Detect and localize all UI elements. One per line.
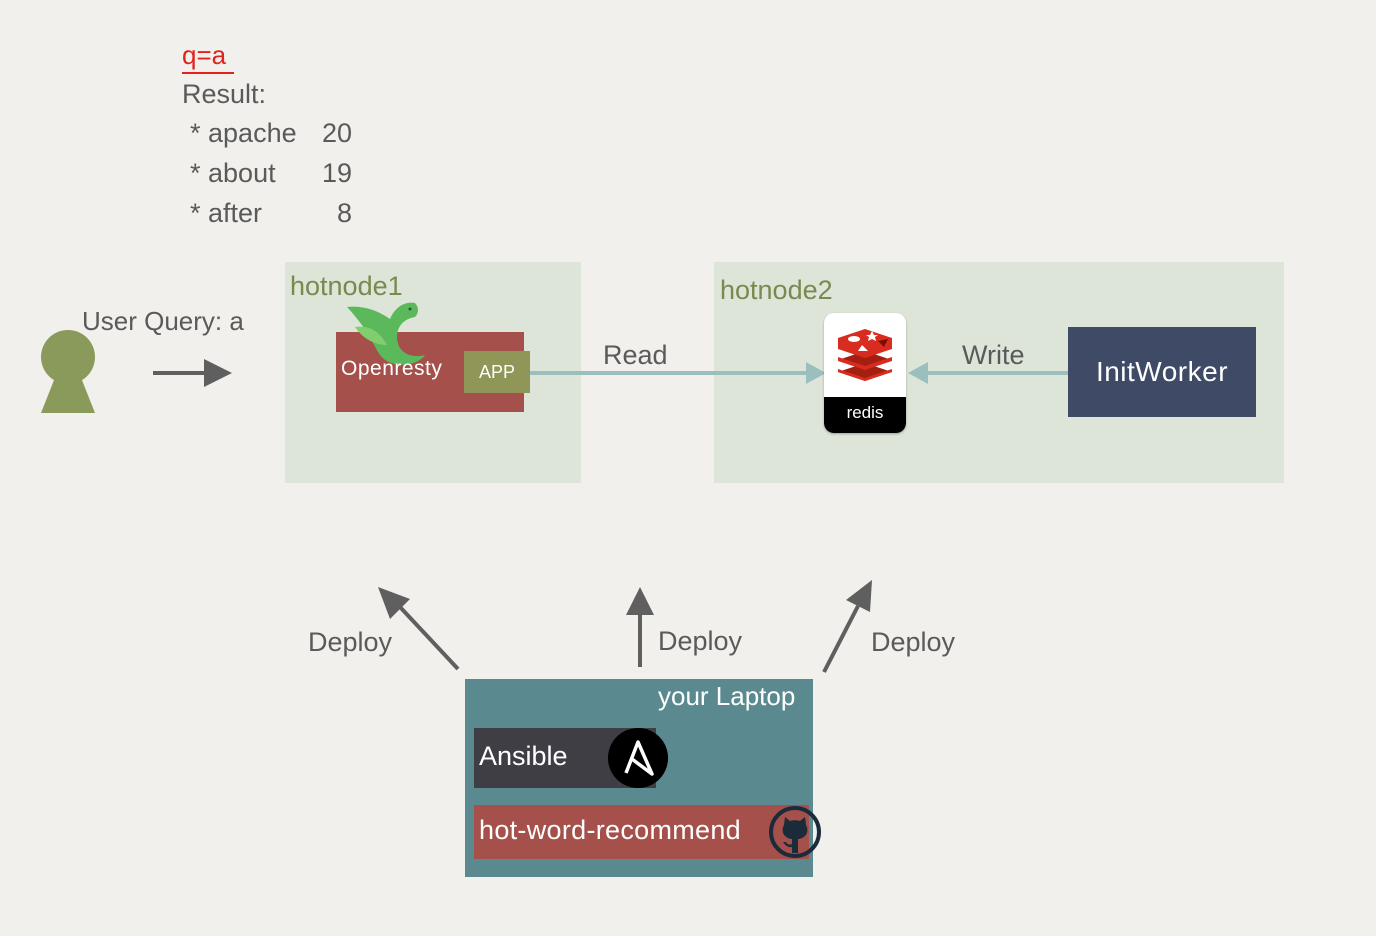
ansible-icon [608, 728, 668, 788]
query-arrow-icon [153, 359, 232, 387]
query-underline [182, 72, 234, 74]
openresty-label: Openresty [341, 357, 443, 380]
github-icon [769, 806, 821, 858]
result-count: 20 [321, 118, 353, 148]
result-title: Result: [182, 79, 267, 109]
result-count: 8 [336, 198, 353, 228]
result-bullet: * [190, 158, 209, 188]
query-label: q=a [182, 40, 227, 70]
result-term: apache [208, 118, 297, 148]
result-row: * about 19 [190, 158, 352, 189]
hotnode2-label: hotnode2 [720, 275, 833, 305]
repo-box [474, 805, 809, 859]
deploy-label: Deploy [871, 627, 956, 657]
result-count: 19 [321, 158, 353, 188]
user-icon [41, 330, 95, 413]
result-bullet: * [190, 198, 209, 228]
repo-label: hot-word-recommend [479, 815, 741, 845]
deploy-label: Deploy [658, 626, 743, 656]
result-row: * after 8 [190, 198, 352, 229]
deploy-arrow-right-icon [822, 580, 872, 673]
deploy-arrow-left-icon [378, 587, 460, 671]
read-arrow-icon [530, 362, 826, 384]
deploy-label: Deploy [308, 627, 393, 657]
openresty-bird-icon [347, 302, 425, 365]
result-bullet: * [190, 118, 209, 148]
app-box: APP [464, 351, 530, 393]
deploy-arrow-up-icon [626, 587, 654, 667]
redis-tile: redis [824, 313, 906, 433]
redis-label: redis [824, 397, 906, 433]
write-arrow-icon [908, 362, 1068, 384]
write-label: Write [962, 340, 1025, 370]
redis-logo-icon [838, 329, 892, 381]
result-row: * apache 20 [190, 118, 352, 149]
ansible-label: Ansible [479, 741, 568, 771]
result-term: after [208, 198, 263, 228]
read-label: Read [603, 340, 668, 370]
user-query-label: User Query: a [82, 306, 244, 336]
initworker-box: InitWorker [1068, 327, 1256, 417]
hotnode1-label: hotnode1 [290, 271, 403, 301]
laptop-label: your Laptop [658, 681, 796, 711]
result-term: about [208, 158, 276, 188]
